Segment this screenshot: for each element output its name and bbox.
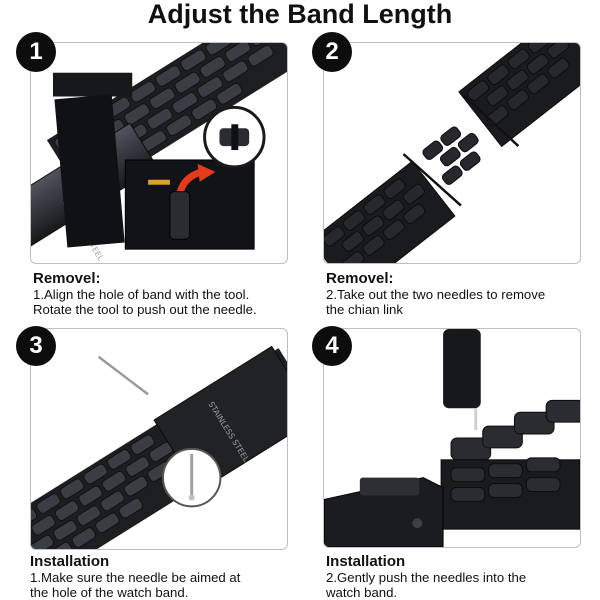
step-4-line-2: watch band. <box>326 585 398 600</box>
step-1-illustration: STAINLESS STEEL <box>31 43 287 263</box>
step-4-badge: 4 <box>312 326 352 366</box>
step-3-caption: Installation 1.Make sure the needle be a… <box>30 553 310 600</box>
step-2-panel <box>323 42 581 264</box>
step-2-badge: 2 <box>312 32 352 72</box>
step-1-caption: Removel: 1.Align the hole of band with t… <box>33 270 313 317</box>
step-3-line-2: the hole of the watch band. <box>30 585 189 600</box>
step-2-illustration <box>324 43 580 263</box>
step-1-panel: STAINLESS STEEL <box>30 42 288 264</box>
step-1-heading: Removel: <box>33 270 101 287</box>
step-4-panel <box>323 328 581 548</box>
step-3-line-1: 1.Make sure the needle be aimed at <box>30 570 241 585</box>
step-2-line-1: 2.Take out the two needles to remove <box>326 287 546 302</box>
step-4-caption: Installation 2.Gently push the needles i… <box>326 553 600 600</box>
step-1-badge: 1 <box>16 32 56 72</box>
step-2-caption: Removel: 2.Take out the two needles to r… <box>326 270 600 317</box>
step-3-illustration: STAINLESS STEEL <box>31 345 287 549</box>
step-3-panel: STAINLESS STEEL <box>30 328 288 550</box>
step-2-line-2: the chian link <box>326 302 403 317</box>
step-1-line-2: Rotate the tool to push out the needle. <box>33 302 257 317</box>
step-3-heading: Installation <box>30 553 110 570</box>
step-3-badge: 3 <box>16 326 56 366</box>
step-4-line-1: 2.Gently push the needles into the <box>326 570 527 585</box>
step-4-heading: Installation <box>326 553 406 570</box>
page-title: Adjust the Band Length <box>147 0 453 29</box>
step-2-heading: Removel: <box>326 270 394 287</box>
step-4-illustration <box>324 329 580 547</box>
step-1-line-1: 1.Align the hole of band with the tool. <box>33 287 250 302</box>
